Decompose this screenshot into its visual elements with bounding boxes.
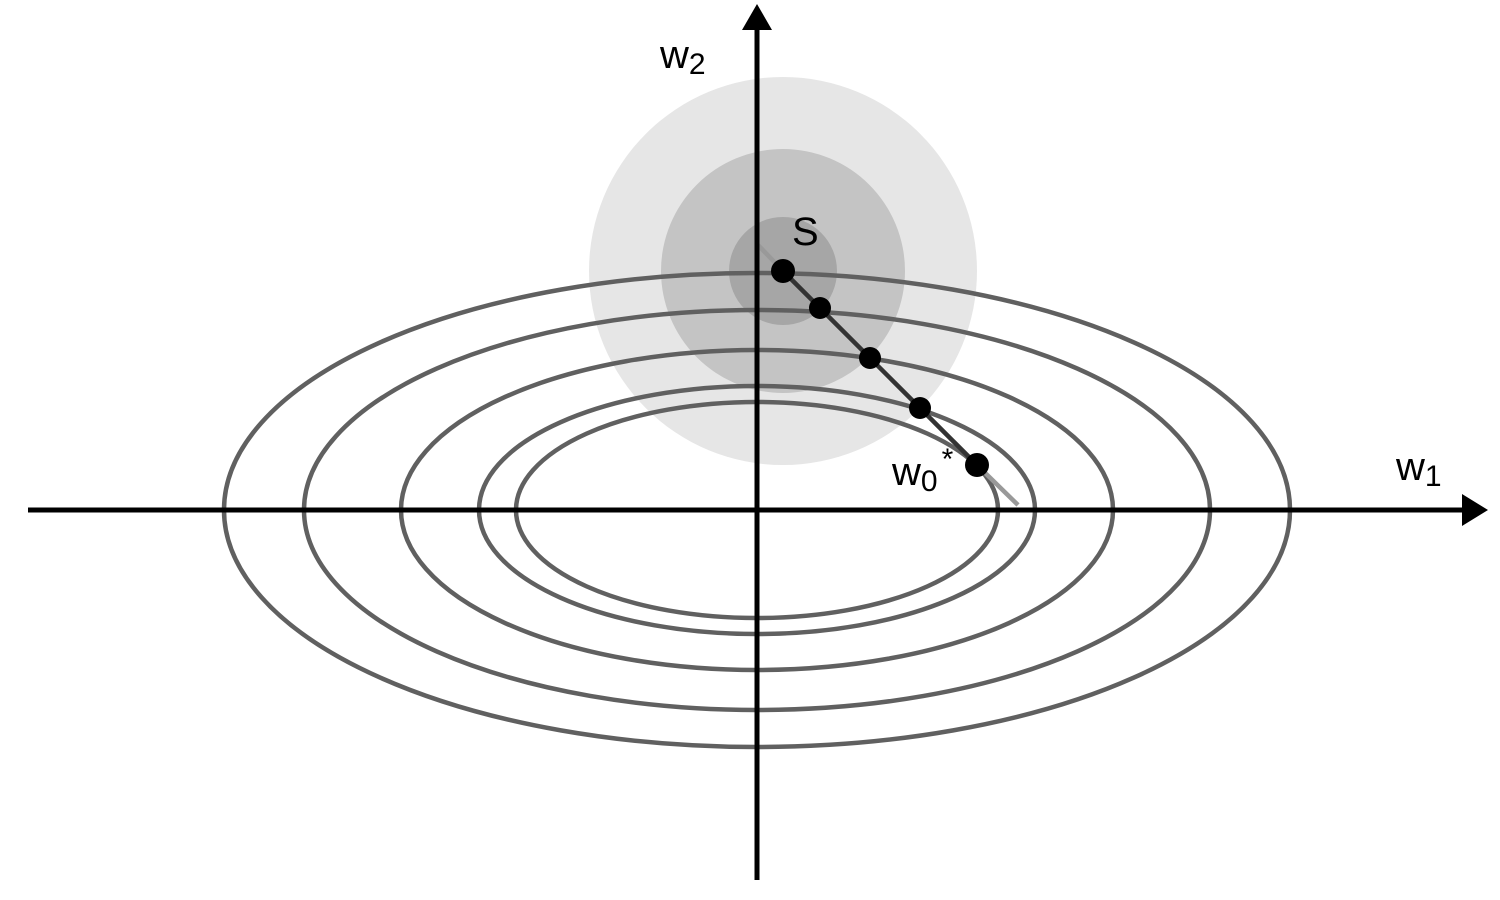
y-axis-arrowhead xyxy=(742,4,772,30)
path-point xyxy=(809,297,831,319)
start-point xyxy=(771,259,795,283)
path-point xyxy=(859,347,881,369)
path-points xyxy=(771,259,989,477)
start-point-label: S xyxy=(792,210,819,254)
x-axis-arrowhead xyxy=(1462,494,1488,526)
path-point xyxy=(909,397,931,419)
optimum-label: w0* xyxy=(891,443,954,498)
y-axis-label: w2 xyxy=(659,33,706,81)
axes xyxy=(28,4,1488,880)
optimum-point xyxy=(965,453,989,477)
x-axis-label: w1 xyxy=(1395,445,1442,493)
